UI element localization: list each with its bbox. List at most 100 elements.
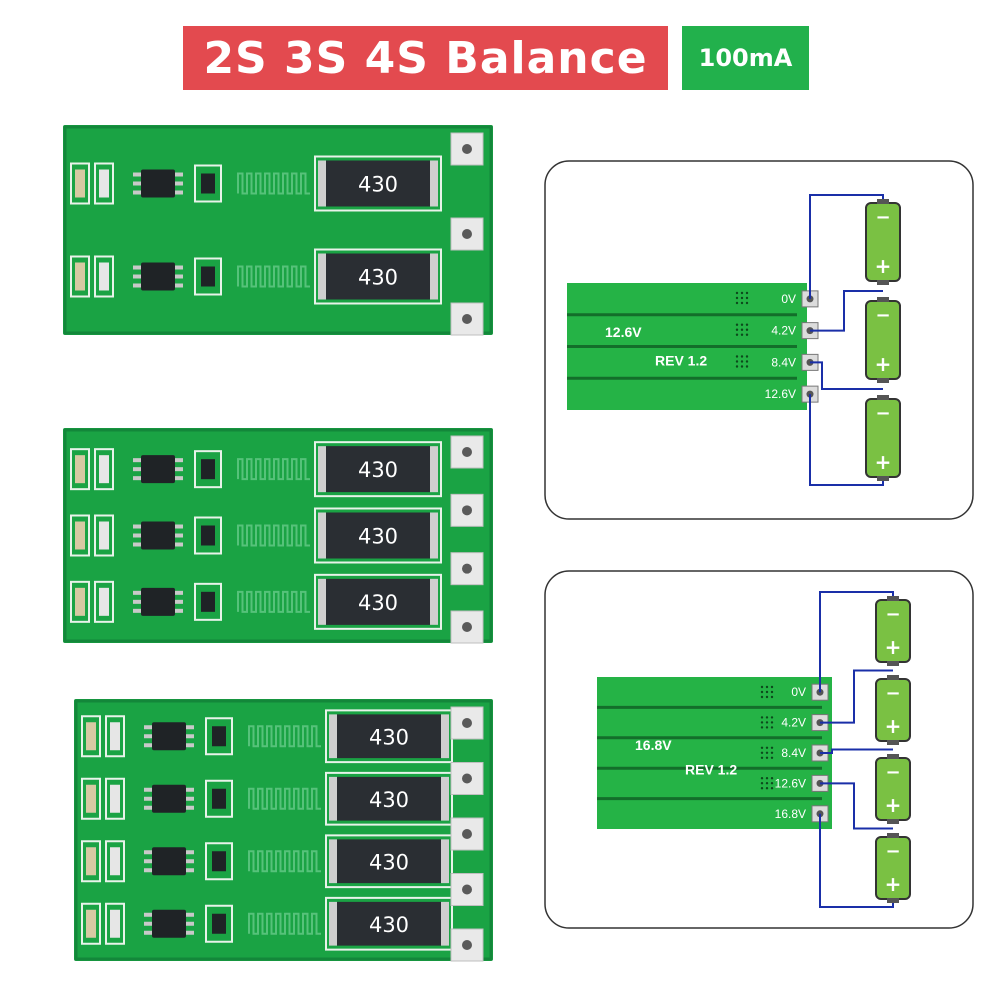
via-dot — [740, 301, 744, 305]
solder-pad — [450, 435, 484, 469]
battery-terminal — [887, 898, 899, 903]
smd-outline — [194, 257, 222, 296]
battery-terminal — [877, 476, 889, 481]
resistor-terminal — [430, 160, 438, 207]
via-dot — [735, 328, 739, 331]
smd-resistor — [99, 169, 109, 198]
via-dot — [765, 756, 769, 759]
smd-capacitor — [86, 722, 96, 751]
power-resistor — [323, 578, 433, 625]
ic-pin — [144, 859, 152, 864]
pad-hole — [462, 940, 472, 950]
via-dot — [740, 365, 744, 368]
smd-outline — [94, 580, 114, 623]
resistor-terminal — [441, 776, 449, 821]
smd-outline — [105, 902, 125, 945]
tap-label: 12.6V — [775, 776, 806, 790]
ic-pin — [186, 930, 194, 935]
transistor — [212, 851, 226, 872]
battery-terminal — [887, 819, 899, 824]
via-dot — [760, 782, 764, 785]
resistor-outline — [325, 896, 453, 951]
pad-hole — [462, 773, 472, 784]
resistor-marking: 430 — [369, 850, 409, 874]
resistor-terminal — [329, 901, 337, 946]
heat-trace — [248, 912, 321, 935]
ic-pin — [175, 590, 183, 595]
resistor-outline — [314, 155, 442, 212]
battery-terminal — [877, 395, 889, 400]
transistor — [201, 266, 215, 287]
heat-trace — [248, 787, 321, 810]
tap-label: 4.2V — [771, 324, 796, 338]
smd-capacitor — [86, 909, 96, 938]
battery-terminal — [887, 675, 899, 680]
smd-outline — [94, 162, 114, 205]
via-dot — [765, 782, 769, 785]
wire — [819, 813, 894, 908]
tap-label: 8.4V — [781, 746, 806, 760]
resistor-outline — [314, 248, 442, 305]
ic-pin — [133, 590, 141, 595]
ic-pin — [175, 283, 183, 288]
via-dot — [765, 787, 769, 790]
resistor-marking: 430 — [358, 266, 398, 290]
pcb-edge — [63, 428, 493, 643]
via-dot — [745, 301, 749, 305]
smd-outline — [70, 514, 90, 557]
transistor — [212, 788, 226, 809]
ic-pin — [133, 265, 141, 270]
ic-pin — [133, 608, 141, 613]
battery-terminal — [887, 661, 899, 666]
battery-terminal — [887, 740, 899, 745]
resistor-terminal — [318, 578, 326, 625]
battery-cell: −+ — [875, 754, 911, 824]
battery-cell: −+ — [875, 596, 911, 666]
via-dot — [760, 787, 764, 790]
via-dot — [735, 296, 739, 300]
balance-channel: 430 — [81, 896, 453, 951]
voltage-label: 16.8V — [635, 737, 672, 753]
via-dot — [765, 690, 769, 694]
wire — [809, 394, 884, 486]
via-dot — [740, 355, 744, 358]
resistor-terminal — [430, 253, 438, 300]
via-dot — [770, 695, 774, 699]
ic-pin — [175, 533, 183, 538]
heat-trace — [248, 725, 321, 748]
pad-hole — [462, 829, 472, 839]
smd-outline — [205, 717, 233, 756]
resistor-terminal — [430, 578, 438, 625]
via-dot — [770, 690, 774, 694]
battery-cell: −+ — [865, 395, 901, 481]
power-resistor — [323, 253, 433, 300]
resistor-outline — [325, 834, 453, 889]
resistor-terminal — [329, 839, 337, 884]
via-dot — [760, 721, 764, 724]
power-resistor — [334, 714, 444, 759]
battery-terminal — [877, 297, 889, 302]
via-dot — [760, 695, 764, 699]
ic-pin — [175, 265, 183, 270]
ic-pin — [186, 859, 194, 864]
pad-hole — [462, 144, 472, 154]
ic-pin — [133, 533, 141, 538]
via-dot — [770, 746, 774, 749]
plus-sign: + — [875, 352, 892, 376]
ic-pin — [133, 190, 141, 195]
minus-sign: − — [885, 683, 900, 704]
smd-resistor — [110, 722, 120, 751]
ic-pin — [144, 734, 152, 739]
ic-pin — [186, 734, 194, 739]
ic-pin — [186, 796, 194, 801]
ic-pin — [175, 599, 183, 604]
pad-hole — [462, 563, 472, 574]
tap-label: 4.2V — [781, 716, 806, 730]
ic-chip — [152, 847, 186, 876]
wire — [820, 748, 893, 754]
transistor — [201, 525, 215, 546]
via-dot — [765, 685, 769, 689]
pad-hole — [462, 229, 472, 239]
balance-channel: 430 — [81, 834, 453, 889]
